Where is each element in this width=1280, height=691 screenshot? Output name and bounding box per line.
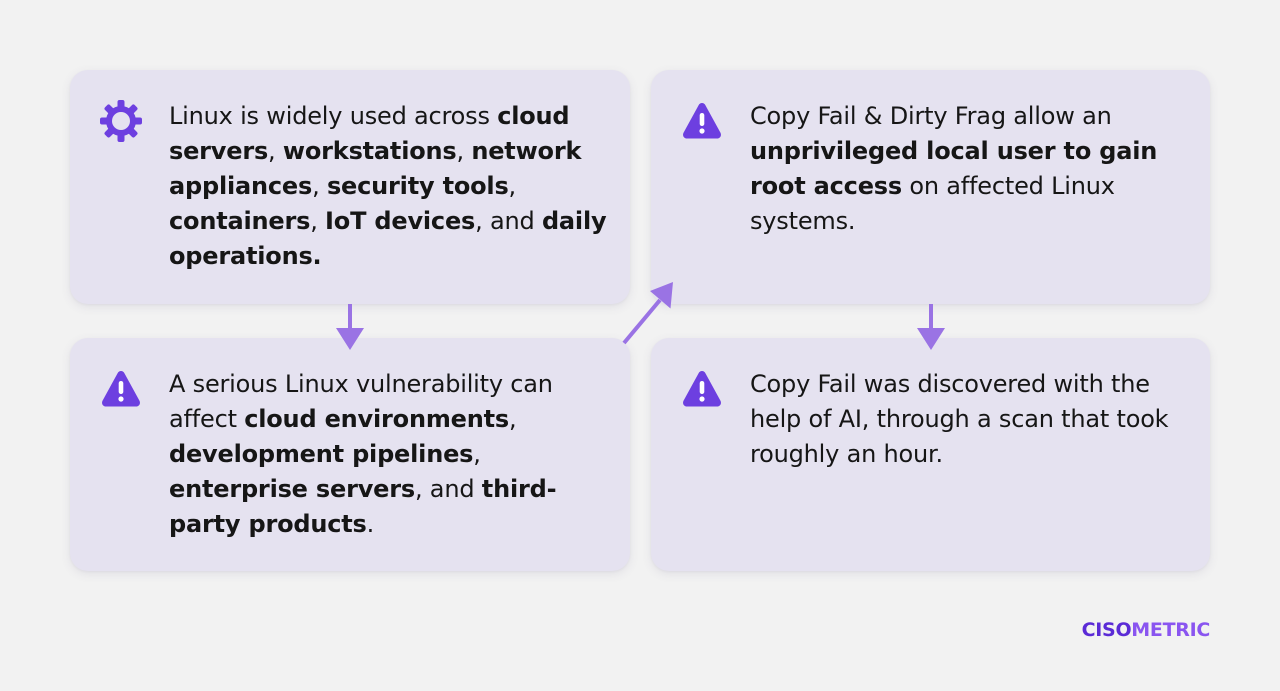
card-text-span: on affected Linux systems. [750, 172, 1115, 235]
card-text-span: , [268, 137, 283, 165]
card-text-span: A serious Linux vulnerability can affect [169, 370, 553, 433]
card-linux-usage: Linux is widely used across cloud server… [70, 70, 630, 304]
card-ai-discovery: Copy Fail was discovered with the help o… [651, 338, 1210, 571]
warning-icon [681, 368, 723, 410]
gear-icon [100, 100, 142, 142]
card-vulnerability-impact: A serious Linux vulnerability can affect… [70, 338, 630, 571]
card-text-span: , [312, 172, 327, 200]
card-text: Copy Fail & Dirty Frag allow an unprivil… [750, 99, 1190, 239]
card-text-bold: cloud servers [169, 102, 570, 165]
card-text-span: , [508, 172, 517, 200]
card-text-bold: daily operations. [169, 207, 607, 270]
card-text-span: Copy Fail & Dirty Frag allow an [750, 102, 1112, 130]
brand-logo: CISOMETRIC [1081, 619, 1211, 641]
card-text: A serious Linux vulnerability can affect… [169, 367, 609, 542]
warning-icon [681, 100, 723, 142]
brand-logo-part2: METRIC [1131, 619, 1210, 641]
card-text-span: , [508, 405, 517, 433]
card-text-span: Copy Fail was discovered with the help o… [750, 370, 1169, 468]
card-text: Copy Fail was discovered with the help o… [750, 367, 1190, 472]
arrow-down-icon [917, 304, 945, 352]
card-text-bold: IoT devices [325, 207, 476, 235]
warning-icon [100, 368, 142, 410]
card-text-bold: third-party products [169, 475, 557, 538]
card-copy-fail-dirty-frag: Copy Fail & Dirty Frag allow an unprivil… [651, 70, 1210, 304]
card-text-bold: containers [169, 207, 311, 235]
card-text-bold: development pipelines [169, 440, 474, 468]
card-text-span: , and [475, 207, 542, 235]
card-text: Linux is widely used across cloud server… [169, 99, 609, 274]
card-text-span: , [456, 137, 472, 165]
card-text-span: , [473, 440, 481, 468]
card-text-span: Linux is widely used across [169, 102, 498, 130]
card-text-bold: unprivileged local user to gain root acc… [750, 137, 1158, 200]
arrow-down-icon [336, 304, 364, 352]
card-text-bold: workstations [282, 137, 457, 165]
card-text-bold: enterprise servers [169, 475, 415, 503]
arrow-up-right-icon [620, 280, 676, 346]
card-text-bold: cloud environments [244, 405, 509, 433]
card-text-bold: security tools [326, 172, 509, 200]
card-text-span: , and [414, 475, 482, 503]
brand-logo-part1: CISO [1081, 619, 1132, 641]
card-text-span: , [310, 207, 326, 235]
card-text-bold: network appliances [169, 137, 582, 200]
card-text-span: . [366, 510, 375, 538]
